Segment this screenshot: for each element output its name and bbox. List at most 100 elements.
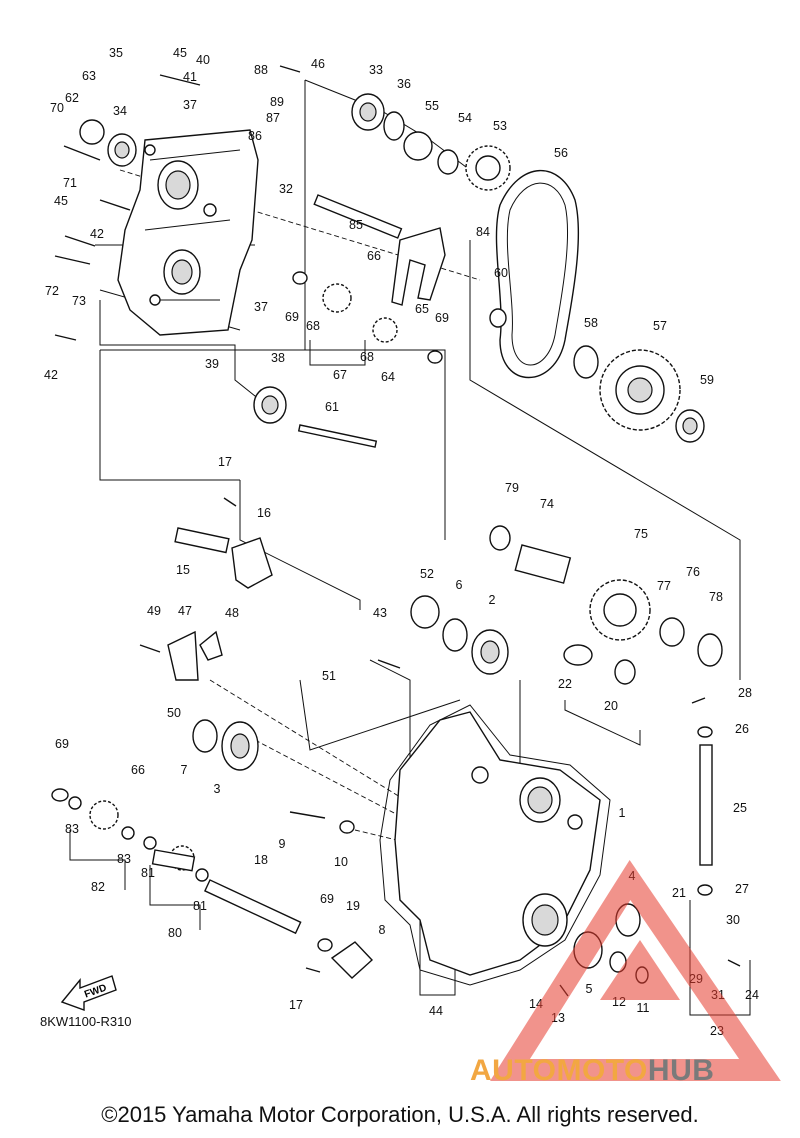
callout-66: 66 (367, 249, 381, 263)
callout-87: 87 (266, 111, 280, 125)
callout-71: 71 (63, 176, 77, 190)
callout-36: 36 (397, 77, 411, 91)
callout-73: 73 (72, 294, 86, 308)
callout-33: 33 (369, 63, 383, 77)
callout-37: 37 (254, 300, 268, 314)
drive-chain (495, 169, 580, 378)
callout-1: 1 (619, 806, 626, 820)
callout-18: 18 (254, 853, 268, 867)
copyright-notice: ©2015 Yamaha Motor Corporation, U.S.A. A… (101, 1102, 699, 1127)
diagram-code: 8KW1100-R310 (40, 1014, 132, 1029)
callout-45: 45 (54, 194, 68, 208)
callout-43: 43 (373, 606, 387, 620)
callout-70: 70 (50, 101, 64, 115)
callout-51: 51 (322, 669, 336, 683)
callout-69: 69 (435, 311, 449, 325)
callout-25: 25 (733, 801, 747, 815)
callout-17: 17 (289, 998, 303, 1012)
callout-45: 45 (173, 46, 187, 60)
callout-83: 83 (65, 822, 79, 836)
callout-46: 46 (311, 57, 325, 71)
callout-37: 37 (183, 98, 197, 112)
callout-41: 41 (183, 70, 197, 84)
callout-21: 21 (672, 886, 686, 900)
callout-49: 49 (147, 604, 161, 618)
watermark-triangle-logo (490, 859, 781, 1081)
callout-52: 52 (420, 567, 434, 581)
callout-35: 35 (109, 46, 123, 60)
callout-62: 62 (65, 91, 79, 105)
callout-2: 2 (489, 593, 496, 607)
callout-56: 56 (554, 146, 568, 160)
callout-22: 22 (558, 677, 572, 691)
callout-74: 74 (540, 497, 554, 511)
callout-65: 65 (415, 302, 429, 316)
brackets (167, 537, 593, 979)
callout-79: 79 (505, 481, 519, 495)
callout-39: 39 (205, 357, 219, 371)
callout-64: 64 (381, 370, 395, 384)
callout-58: 58 (584, 316, 598, 330)
forward-arrow-icon: FWD (60, 972, 118, 1017)
callout-16: 16 (257, 506, 271, 520)
callout-8: 8 (379, 923, 386, 937)
callout-34: 34 (113, 104, 127, 118)
upper-case-cover (117, 129, 259, 336)
callout-9: 9 (279, 837, 286, 851)
callout-28: 28 (738, 686, 752, 700)
callout-48: 48 (225, 606, 239, 620)
callout-50: 50 (167, 706, 181, 720)
lower-case-cover (379, 704, 611, 986)
callout-26: 26 (735, 722, 749, 736)
callout-7: 7 (181, 763, 188, 777)
callout-69: 69 (55, 737, 69, 751)
callout-63: 63 (82, 69, 96, 83)
callout-89: 89 (270, 95, 284, 109)
callout-19: 19 (346, 899, 360, 913)
callout-82: 82 (91, 880, 105, 894)
watermark-part1: AUTOMOTO (470, 1054, 648, 1087)
callout-88: 88 (254, 63, 268, 77)
callout-17: 17 (218, 455, 232, 469)
callout-27: 27 (735, 882, 749, 896)
callout-81: 81 (141, 866, 155, 880)
callout-72: 72 (45, 284, 59, 298)
callout-55: 55 (425, 99, 439, 113)
callout-83: 83 (117, 852, 131, 866)
callout-78: 78 (709, 590, 723, 604)
callout-54: 54 (458, 111, 472, 125)
callout-15: 15 (176, 563, 190, 577)
shift-fork (391, 227, 446, 306)
callout-32: 32 (279, 182, 293, 196)
callout-42: 42 (90, 227, 104, 241)
callout-3: 3 (214, 782, 221, 796)
callout-66: 66 (131, 763, 145, 777)
callout-77: 77 (657, 579, 671, 593)
callout-47: 47 (178, 604, 192, 618)
callout-69: 69 (285, 310, 299, 324)
watermark-text: AUTOMOTOHUB (470, 1054, 714, 1088)
callout-59: 59 (700, 373, 714, 387)
watermark-part2: HUB (647, 1054, 715, 1087)
callout-76: 76 (686, 565, 700, 579)
callout-40: 40 (196, 53, 210, 67)
shafts (151, 194, 713, 935)
callout-20: 20 (604, 699, 618, 713)
callout-69: 69 (320, 892, 334, 906)
callout-53: 53 (493, 119, 507, 133)
callout-80: 80 (168, 926, 182, 940)
callout-5: 5 (586, 982, 593, 996)
callout-10: 10 (334, 855, 348, 869)
callout-75: 75 (634, 527, 648, 541)
callout-67: 67 (333, 368, 347, 382)
callout-68: 68 (360, 350, 374, 364)
callout-81: 81 (193, 899, 207, 913)
callout-30: 30 (726, 913, 740, 927)
callout-85: 85 (349, 218, 363, 232)
callout-38: 38 (271, 351, 285, 365)
callout-44: 44 (429, 1004, 443, 1018)
callout-61: 61 (325, 400, 339, 414)
callout-42: 42 (44, 368, 58, 382)
